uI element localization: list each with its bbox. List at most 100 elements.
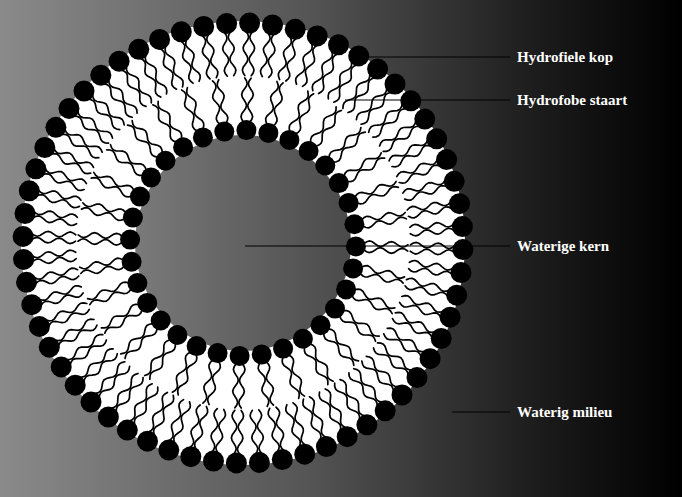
hydrophilic-head [230, 346, 250, 366]
lipid-tail [362, 361, 394, 391]
lipid-tail [178, 355, 197, 395]
hydrophilic-head [39, 337, 60, 358]
lipid-tail [289, 91, 308, 131]
lipid-tail [410, 249, 454, 255]
hydrophilic-head [137, 293, 157, 313]
hydrophilic-head [34, 137, 55, 158]
lipid-tail [282, 357, 299, 398]
hydrophilic-head [149, 29, 170, 50]
hydrophilic-head [252, 344, 272, 364]
lipid-tail [172, 352, 190, 392]
lipid-tail [405, 286, 448, 297]
lipid-tail [148, 393, 167, 433]
hydrophilic-head [258, 123, 278, 143]
aqueous-core [135, 135, 351, 351]
hydrophilic-head [19, 180, 40, 201]
hydrophilic-head [171, 21, 192, 42]
lipid-tail [241, 78, 247, 122]
lipid-tail [333, 132, 365, 162]
lipid-tail [32, 237, 76, 243]
lipid-tail [92, 95, 124, 125]
lipid-tail [39, 286, 81, 300]
hydrophilic-head [440, 307, 461, 328]
lipid-tail [129, 384, 152, 421]
hydrophilic-head [127, 273, 147, 293]
lipid-tail [38, 190, 81, 201]
hydrophilic-head [236, 120, 256, 140]
hydrophilic-head [426, 128, 447, 149]
hydrophilic-head [249, 452, 270, 473]
hydrophilic-head [45, 117, 66, 138]
lipid-tail [54, 148, 94, 167]
hydrophilic-head [109, 51, 130, 72]
hydrophilic-head [294, 444, 315, 465]
lipid-tail [228, 32, 236, 76]
lipid-tail [211, 409, 218, 453]
lipid-tail [121, 324, 153, 354]
lipid-tail [32, 250, 76, 258]
hydrophilic-head [279, 130, 299, 150]
lipid-tail [286, 38, 297, 81]
hydrophilic-head [311, 315, 331, 335]
hydrophilic-head [273, 339, 293, 359]
lipid-tail [127, 66, 152, 102]
hydrophilic-head [128, 39, 149, 60]
hydrophilic-head [137, 431, 158, 452]
lipid-tail [107, 150, 143, 176]
lipid-tail [349, 373, 377, 407]
hydrophilic-head [158, 440, 179, 461]
leader-line [345, 99, 510, 100]
part-label: Hydrofiele kop [517, 48, 613, 66]
hydrophilic-head [13, 249, 34, 270]
lipid-tail [231, 410, 237, 454]
hydrophilic-head [392, 385, 413, 406]
lipid-tail [393, 319, 433, 338]
hydrophilic-head [214, 122, 234, 142]
lipid-tail [95, 362, 125, 394]
lipid-tails [32, 32, 455, 455]
lipid-tail [373, 109, 407, 137]
hydrophilic-head [293, 329, 313, 349]
hydrophilic-head [325, 299, 345, 319]
hydrophilic-head [337, 426, 358, 447]
hydrophilic-head [385, 74, 406, 95]
lipid-tail [80, 258, 123, 269]
hydrophilic-head [167, 325, 187, 345]
lipid-tail [363, 217, 406, 228]
lipid-tail [324, 333, 354, 365]
lipid-tail [311, 107, 337, 143]
hydrophilic-head [226, 452, 247, 473]
hydrophilic-head [141, 167, 161, 187]
lipid-tail [296, 43, 313, 84]
lipid-tail [360, 273, 403, 283]
lipid-tail [361, 92, 391, 124]
hydrophilic-head [51, 356, 72, 377]
lipid-tail [316, 111, 342, 147]
lipid-tail [334, 65, 357, 102]
lipid-tail [109, 80, 137, 114]
hydrophilic-head [21, 294, 42, 315]
lipid-tail [203, 360, 213, 403]
hydrophilic-head [151, 311, 171, 331]
hydrophilic-head [15, 203, 36, 224]
hydrophilic-head [315, 156, 335, 176]
hydrophilic-head [436, 149, 457, 170]
hydrophilic-head [316, 436, 337, 457]
lipid-tail [304, 347, 328, 384]
lipid-tail [83, 203, 126, 213]
lipid-tail [34, 268, 77, 279]
lipid-tail [343, 311, 379, 337]
hydrophilic-head [367, 59, 388, 80]
hydrophilic-head [375, 400, 396, 421]
lipid-tail [250, 410, 258, 454]
lipid-tail [43, 174, 84, 191]
lipid-tail [347, 158, 384, 182]
hydrophilic-head [81, 392, 102, 413]
lipid-tail [355, 289, 395, 308]
lipid-tail [319, 54, 338, 94]
hydrophilic-head [285, 19, 306, 40]
lipid-tail [405, 186, 447, 200]
lipid-tail [399, 165, 440, 183]
lipid-tail [65, 129, 102, 152]
lipid-tail [408, 207, 451, 218]
